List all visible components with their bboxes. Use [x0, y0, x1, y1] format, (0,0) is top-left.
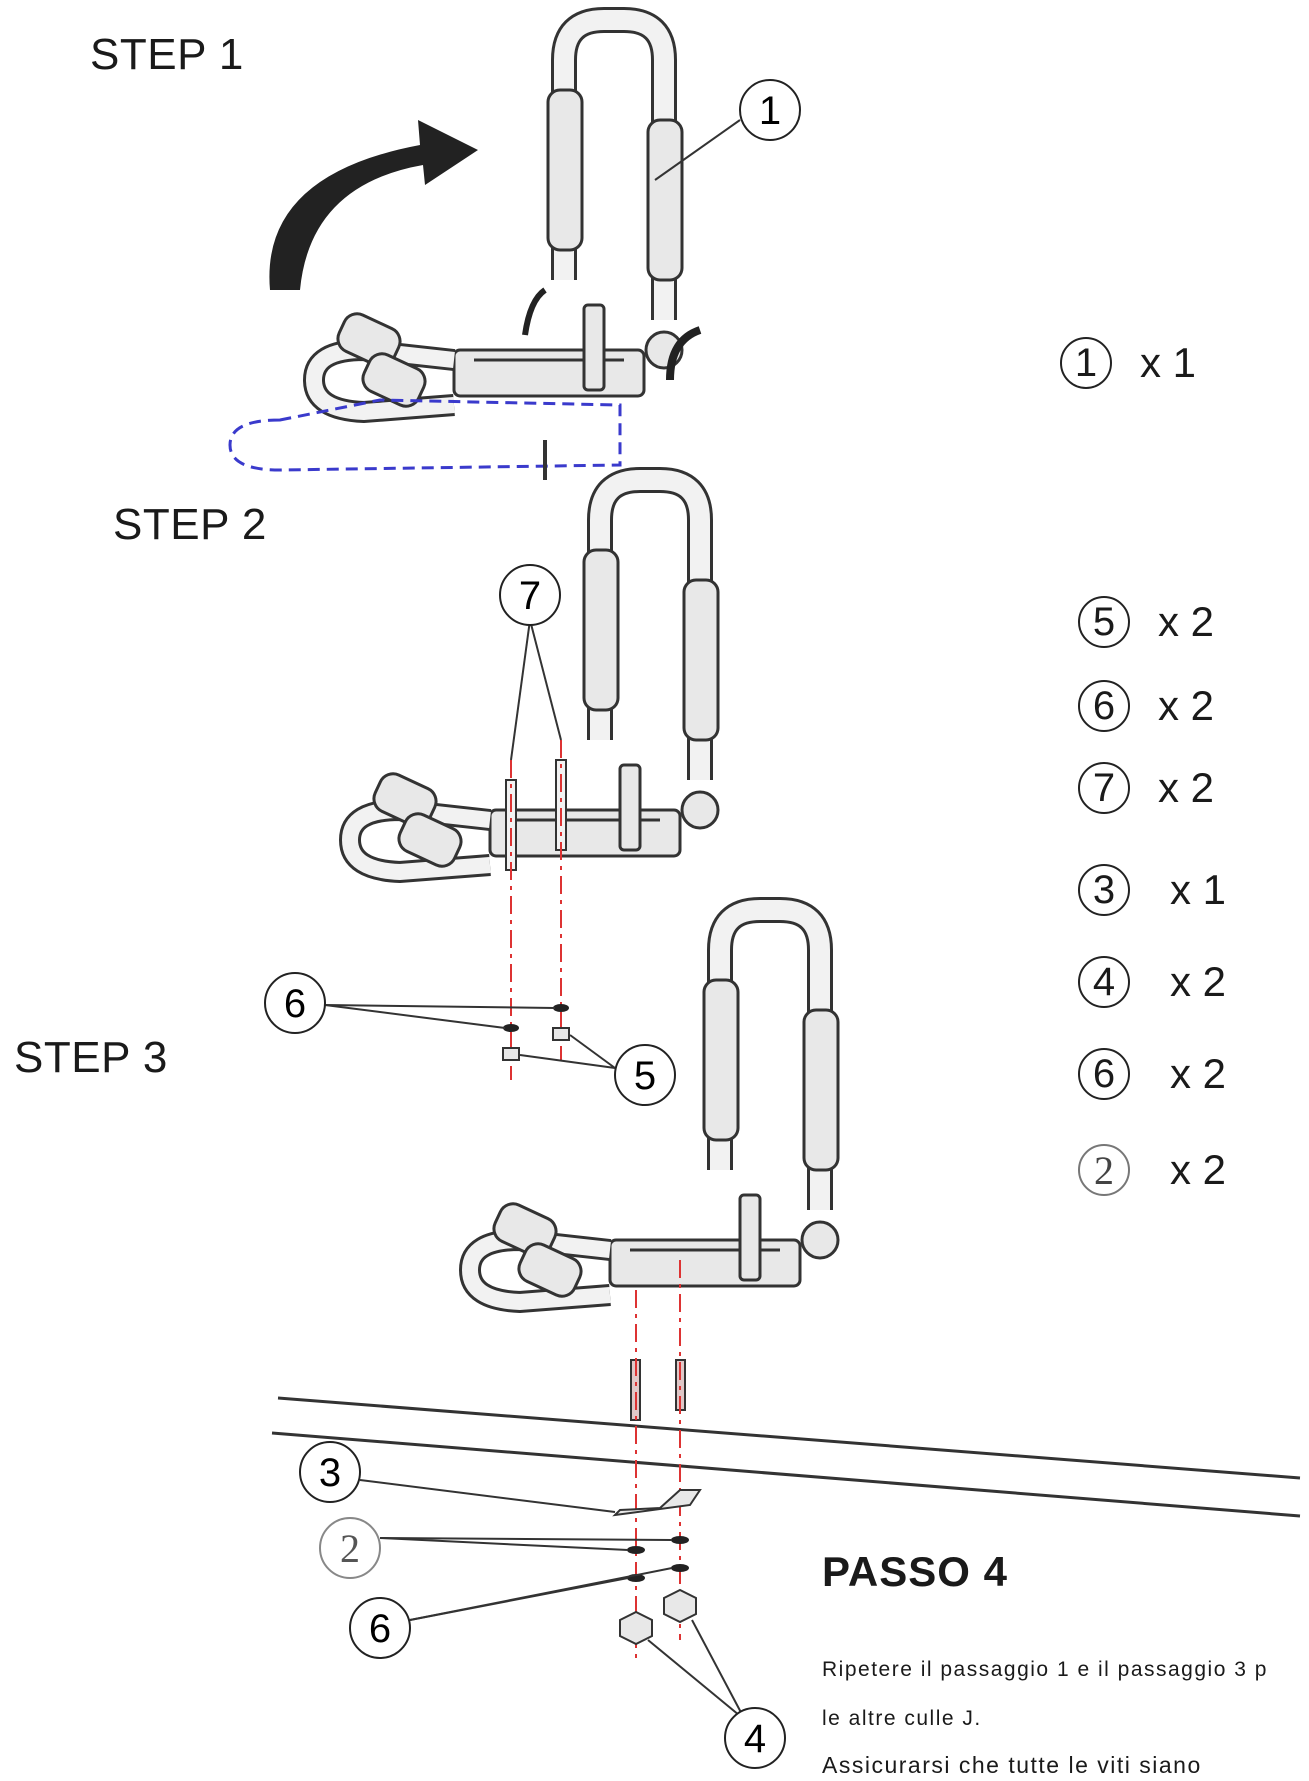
part-number: 4 [1078, 956, 1130, 1008]
part-quantity: x 2 [1158, 682, 1215, 729]
part-number: 2 [1078, 1144, 1130, 1196]
part-quantity: x 1 [1140, 339, 1197, 386]
instruction-line-2: le altre culle J. [822, 1707, 982, 1730]
part-row: 6 x 2 [1078, 676, 1214, 736]
part-row: 3 x 1 [1078, 860, 1226, 920]
callout-part-1: 1 [759, 89, 781, 133]
part-row: 2 x 2 [1078, 1140, 1226, 1200]
part-row: 4 x 2 [1078, 952, 1226, 1012]
bolt [505, 779, 517, 871]
callout-part-3: 3 [319, 1451, 341, 1495]
passo4-title: PASSO 4 [822, 1548, 1008, 1595]
plate [612, 1489, 702, 1517]
callout-circle [739, 79, 801, 141]
part-quantity: x 2 [1158, 598, 1215, 645]
part-quantity: x 2 [1158, 764, 1215, 811]
part-number: 5 [1078, 596, 1130, 648]
callout-part-7: 7 [519, 574, 541, 618]
part-quantity: x 1 [1170, 866, 1227, 913]
step2-label: STEP 2 [113, 500, 267, 549]
part-number: 1 [1060, 337, 1112, 389]
part-quantity: x 2 [1170, 1050, 1227, 1097]
callout-part-5: 5 [634, 1054, 656, 1098]
callout-part-2: 2 [340, 1526, 360, 1571]
rotate-arrow-icon [269, 120, 478, 290]
step3-label: STEP 3 [14, 1033, 168, 1082]
step3-illustration: 3 2 6 4 [271, 910, 1301, 1769]
part-row: 7 x 2 [1078, 758, 1214, 818]
part-number: 6 [1078, 680, 1130, 732]
callout-part-4: 4 [744, 1717, 766, 1761]
callout-part-6b: 6 [369, 1607, 391, 1651]
part-row: 5 x 2 [1078, 592, 1214, 652]
folded-outline [228, 398, 622, 472]
step1-illustration: 1 [228, 20, 801, 480]
part-quantity: x 2 [1170, 1146, 1227, 1193]
step2-illustration: 7 6 5 [264, 480, 718, 1106]
part-number: 3 [1078, 864, 1130, 916]
part-row: 6 x 2 [1078, 1044, 1226, 1104]
small-arrow-icon [666, 326, 702, 381]
part-number: 6 [1078, 1048, 1130, 1100]
instruction-line-1: Ripetere il passaggio 1 e il passaggio 3… [822, 1658, 1268, 1681]
part-quantity: x 2 [1170, 958, 1227, 1005]
callout-part-6: 6 [284, 982, 306, 1026]
part-number: 7 [1078, 762, 1130, 814]
instruction-line-3: Assicurarsi che tutte le viti siano [822, 1752, 1202, 1778]
small-arrow-icon [522, 287, 547, 336]
step1-label: STEP 1 [90, 30, 244, 79]
roof-bar [277, 1396, 1301, 1480]
bolt [555, 759, 567, 851]
part-row: 1 x 1 [1060, 333, 1196, 393]
